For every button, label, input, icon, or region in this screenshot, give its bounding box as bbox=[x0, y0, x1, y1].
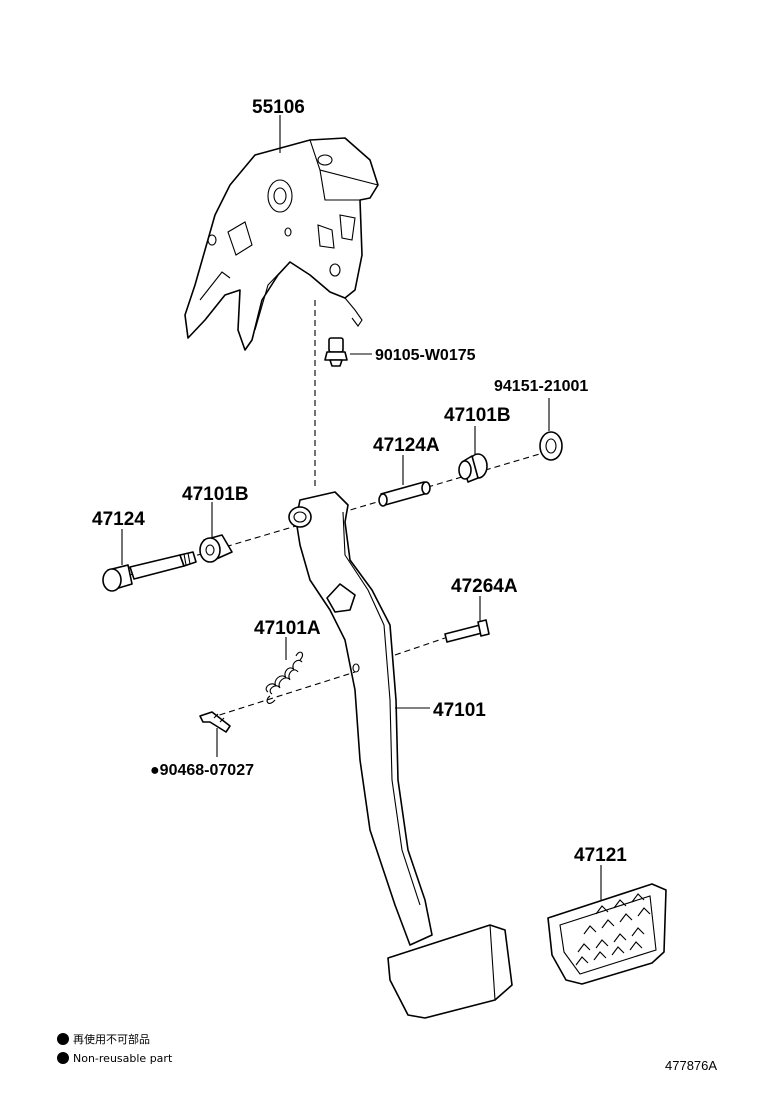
label-pedal-pad: 47121 bbox=[574, 845, 627, 866]
clip-part bbox=[199, 711, 231, 733]
label-bracket-bolt: 90105-W0175 bbox=[375, 347, 476, 364]
label-collar: 47124A bbox=[373, 435, 440, 456]
bracket-part bbox=[184, 137, 379, 351]
collar-part bbox=[378, 481, 431, 507]
spring-part bbox=[265, 651, 304, 704]
label-bushing-right: 47101B bbox=[444, 405, 511, 426]
legend-dot-icon bbox=[57, 1052, 69, 1064]
bracket-bolt bbox=[324, 337, 348, 367]
figure-reference: 477876A bbox=[665, 1058, 717, 1073]
label-bracket: 55106 bbox=[252, 97, 305, 118]
legend-line-ja: 再使用不可部品 bbox=[73, 1032, 150, 1046]
label-nut: 94151-21001 bbox=[494, 378, 588, 395]
legend-line-en: Non-reusable part bbox=[73, 1052, 173, 1065]
pedal-pad-part bbox=[547, 883, 667, 985]
pivot-bolt-part bbox=[102, 551, 197, 592]
label-pin: 47264A bbox=[451, 576, 518, 597]
nut-part bbox=[539, 431, 563, 461]
pedal-arm-part bbox=[288, 491, 433, 946]
label-bushing-left: 47101B bbox=[182, 484, 249, 505]
pin-part bbox=[444, 619, 490, 643]
label-spring: 47101A bbox=[254, 618, 321, 639]
pedal-foot bbox=[387, 924, 513, 1019]
bushing-left-part bbox=[199, 534, 233, 563]
legend: 再使用不可部品 Non-reusable part bbox=[57, 1032, 173, 1065]
legend-dot-icon bbox=[57, 1033, 69, 1045]
bushing-right-part bbox=[458, 453, 488, 483]
label-clip: ●90468-07027 bbox=[150, 762, 254, 779]
label-pivot-bolt: 47124 bbox=[92, 509, 145, 530]
label-pedal-arm: 47101 bbox=[433, 700, 486, 721]
